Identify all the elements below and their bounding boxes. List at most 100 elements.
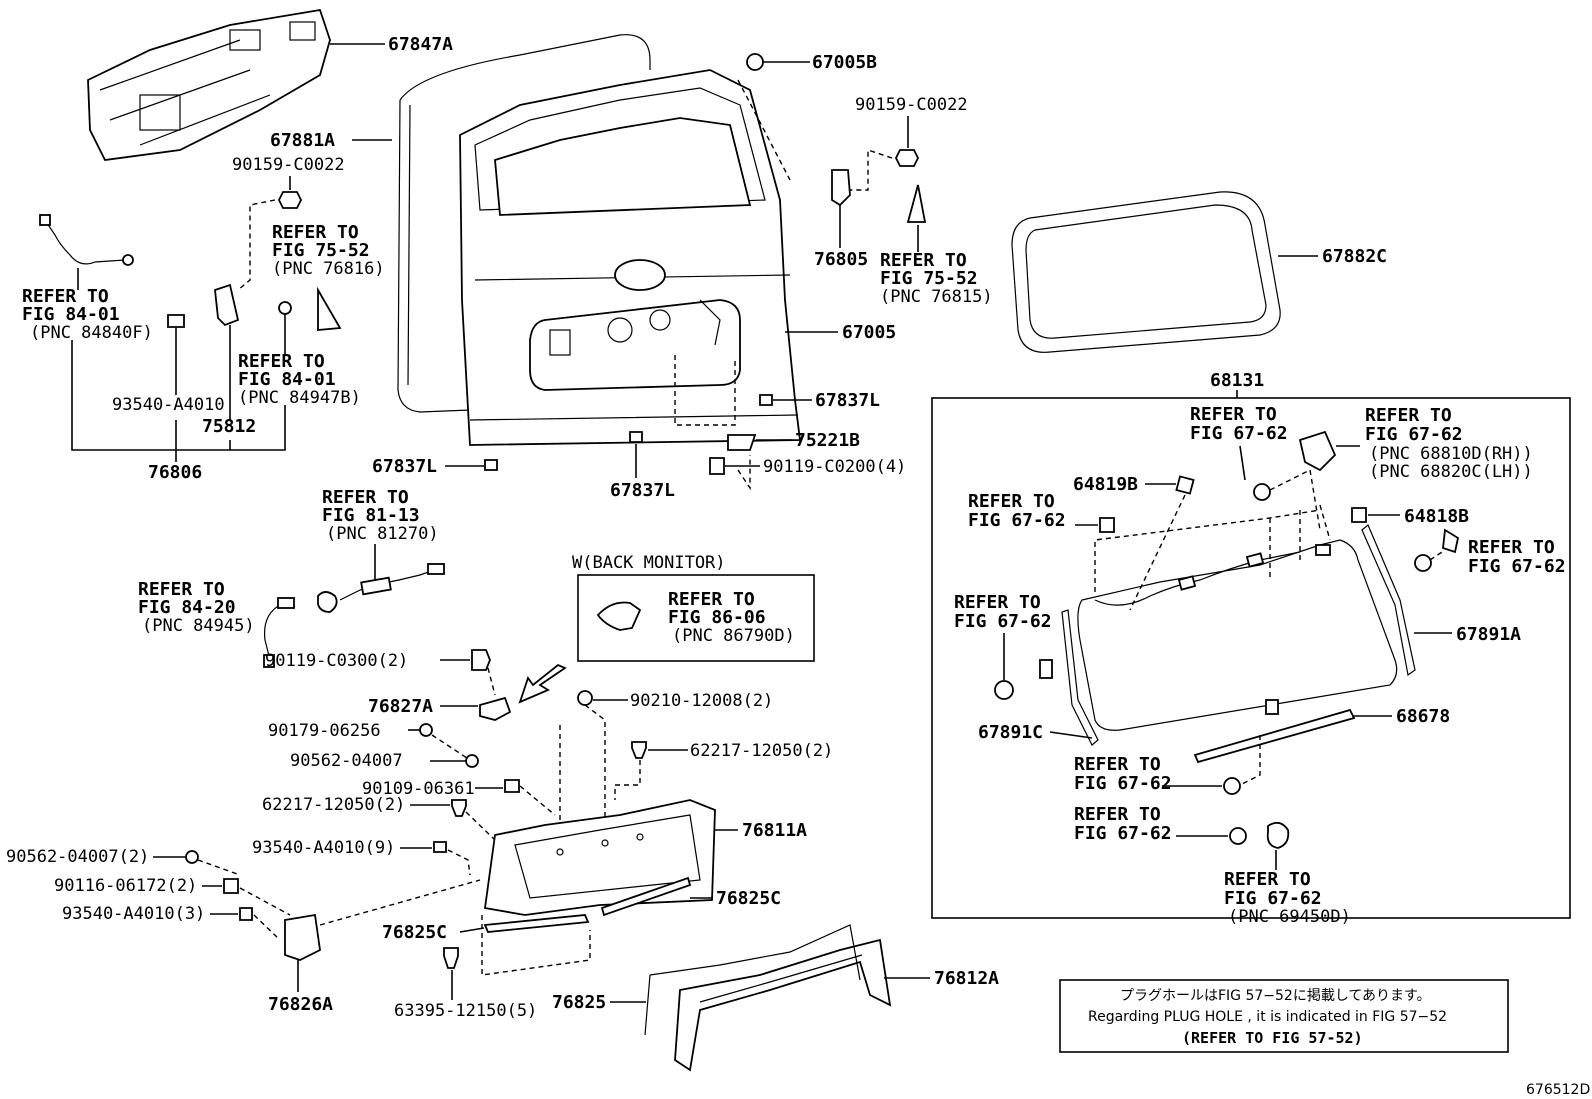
bracket-75812	[214, 283, 240, 327]
bolt-67-62-e	[1223, 777, 1241, 795]
clip-68678	[1265, 699, 1279, 715]
svg-text:FIG 84-01: FIG 84-01	[22, 304, 120, 325]
svg-text:(PNC 81270): (PNC 81270)	[326, 524, 439, 544]
svg-text:REFER TO: REFER TO	[954, 592, 1041, 613]
spoiler-76812A	[674, 938, 892, 1072]
insulator-67847A	[87, 8, 331, 161]
ref-67-62-e: REFER TO FIG 67-62	[1074, 754, 1172, 794]
ref-81-13: REFER TO FIG 81-13 (PNC 81270)	[322, 487, 439, 544]
label-90210: 90210-12008(2)	[630, 691, 773, 711]
label-75812: 75812	[202, 416, 256, 437]
clip-93540-A4010	[167, 314, 185, 328]
clip-62217-12050-a	[631, 741, 647, 759]
clip-62217-12050-b	[451, 799, 467, 817]
bolt-67-62-d	[994, 680, 1014, 700]
clip-63395-12150	[443, 947, 459, 969]
label-68131: 68131	[1210, 370, 1264, 391]
camera-connector	[317, 591, 338, 613]
part-64818B	[1351, 507, 1367, 523]
ref-67-62-d: REFER TO FIG 67-62	[954, 592, 1052, 632]
ref-75-52-76816: REFER TO FIG 75-52 (PNC 76816)	[272, 222, 385, 279]
label-90119-C0300: 90119-C0300(2)	[265, 651, 408, 671]
note-japanese: プラグホールはFIG 57−52に掲載してあります。	[1120, 988, 1431, 1004]
bracket-76805	[831, 169, 851, 207]
svg-text:REFER TO: REFER TO	[668, 589, 755, 610]
label-64818B: 64818B	[1404, 506, 1469, 527]
bolt-90119-C0200	[709, 457, 725, 475]
weatherstrip-67891A	[1361, 524, 1416, 677]
label-76811A: 76811A	[742, 820, 807, 841]
clip-67837L-a	[484, 459, 498, 471]
label-67837L-a: 67837L	[372, 456, 437, 477]
svg-text:(PNC 68810D(RH)): (PNC 68810D(RH))	[1369, 444, 1533, 464]
bracket-76826A	[284, 913, 321, 961]
svg-text:FIG 86-06: FIG 86-06	[668, 607, 766, 628]
washer-90562-04007-2	[185, 850, 199, 864]
label-90562-2: 90562-04007(2)	[6, 847, 149, 867]
label-76825C-a: 76825C	[382, 922, 447, 943]
clip-left-glass	[1039, 659, 1053, 679]
label-76812A: 76812A	[934, 968, 999, 989]
clip-90179-06256	[419, 723, 433, 737]
label-90109: 90109-06361	[362, 779, 475, 799]
label-67882C: 67882C	[1322, 246, 1387, 267]
label-67005B: 67005B	[812, 52, 877, 73]
svg-text:REFER TO: REFER TO	[968, 491, 1055, 512]
bolt-67-62-f	[1229, 827, 1247, 845]
svg-text:(PNC 76815): (PNC 76815)	[880, 287, 993, 307]
direction-arrow	[518, 663, 567, 704]
clip-93540-A4010-3	[239, 907, 253, 921]
svg-text:REFER TO: REFER TO	[1074, 804, 1161, 825]
part-64819B	[1175, 475, 1195, 495]
label-76825: 76825	[552, 992, 606, 1013]
label-67837L-c: 67837L	[815, 390, 880, 411]
back-monitor-camera	[596, 601, 642, 631]
glass-assembly-box-68131	[931, 397, 1571, 919]
label-67837L-b: 67837L	[610, 480, 675, 501]
svg-text:REFER TO: REFER TO	[238, 351, 325, 372]
label-90562-a: 90562-04007	[290, 751, 403, 771]
svg-text:FIG 67-62: FIG 67-62	[1190, 423, 1288, 444]
label-62217-b: 62217-12050(2)	[262, 795, 405, 815]
figure-id: 676512D	[1526, 1082, 1590, 1098]
strip-76825C-b	[600, 876, 692, 917]
trim-piece-76815	[906, 184, 927, 223]
strip-76825C-a	[483, 914, 590, 933]
label-90159-right: 90159-C0022	[855, 95, 968, 115]
svg-text:REFER TO: REFER TO	[1190, 404, 1277, 425]
svg-text:REFER TO: REFER TO	[1074, 754, 1161, 775]
bracket-76827A	[479, 696, 512, 721]
label-76827A: 76827A	[368, 696, 433, 717]
label-75221B: 75221B	[795, 430, 860, 451]
label-93540-3: 93540-A4010(3)	[62, 904, 205, 924]
note-reference: (REFER TO FIG 57-52)	[1182, 1029, 1363, 1047]
label-67847A: 67847A	[388, 34, 453, 55]
svg-text:FIG 67-62: FIG 67-62	[1468, 556, 1566, 577]
nut-90210-12008	[577, 690, 593, 706]
trim-piece-76816	[317, 286, 342, 331]
svg-text:REFER TO: REFER TO	[322, 487, 409, 508]
label-63395: 63395-12150(5)	[394, 1001, 537, 1021]
label-76805: 76805	[814, 249, 868, 270]
wire-harness-84840F	[44, 219, 126, 265]
clip-right-67-62	[1442, 528, 1460, 554]
label-93540-A4010: 93540-A4010	[112, 395, 225, 415]
weatherstrip-67881A	[397, 34, 651, 413]
clip-67005B	[746, 53, 764, 71]
label-67891A: 67891A	[1456, 624, 1521, 645]
connector-69450D	[1266, 821, 1290, 849]
bolt-90159-right	[894, 149, 920, 167]
label-76825C-b: 76825C	[716, 888, 781, 909]
svg-text:FIG 84-20: FIG 84-20	[138, 597, 236, 618]
svg-text:(PNC 68820C(LH)): (PNC 68820C(LH))	[1369, 462, 1533, 482]
hinge-68810D	[1298, 430, 1337, 472]
back-door-panel-67005	[459, 69, 802, 446]
ref-67-62-69450D: REFER TO FIG 67-62 (PNC 69450D)	[1224, 869, 1351, 927]
nut-84947B	[278, 301, 292, 315]
svg-text:(PNC 84947B): (PNC 84947B)	[238, 388, 361, 408]
label-64819B: 64819B	[1073, 474, 1138, 495]
svg-text:FIG 75-52: FIG 75-52	[880, 268, 978, 289]
svg-text:REFER TO: REFER TO	[138, 579, 225, 600]
bolt-67-62-a	[1253, 483, 1271, 501]
